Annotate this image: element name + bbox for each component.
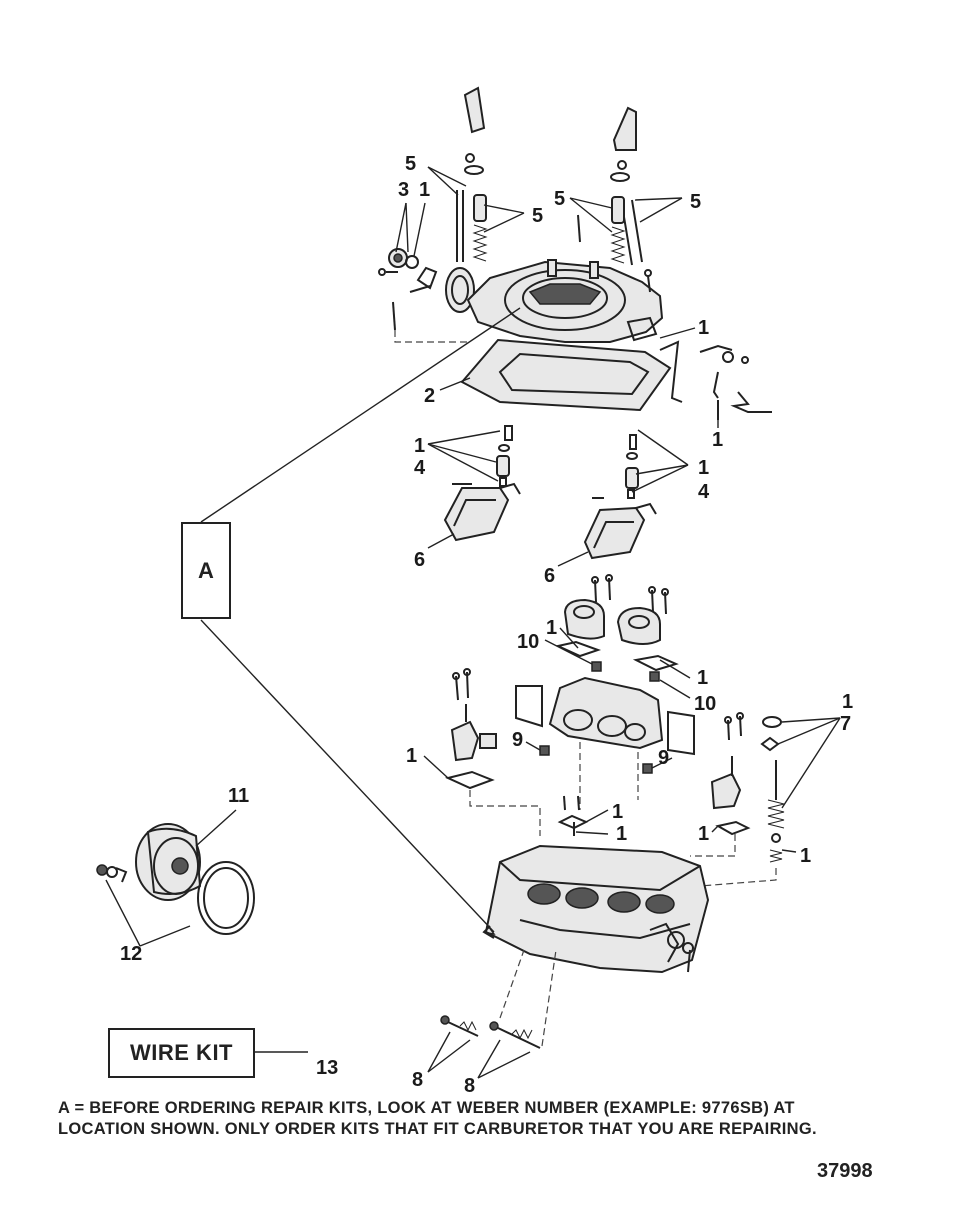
carburetor-main-body bbox=[482, 844, 710, 974]
ordering-note-line-1: A = BEFORE ORDERING REPAIR KITS, LOOK AT… bbox=[58, 1099, 795, 1117]
callout-9: 9 bbox=[512, 729, 523, 751]
callout-5: 5 bbox=[690, 191, 701, 213]
callout-4: 4 bbox=[414, 457, 426, 479]
callout-4: 4 bbox=[698, 481, 710, 503]
callout-1: 1 bbox=[698, 457, 709, 479]
callout-1: 1 bbox=[406, 745, 417, 767]
callout-5: 5 bbox=[554, 188, 565, 210]
float-right bbox=[583, 506, 646, 560]
location-pointer-lines bbox=[200, 307, 521, 936]
leader-lines-top bbox=[395, 166, 719, 428]
callout-12: 12 bbox=[120, 943, 142, 965]
ordering-note-line-2: LOCATION SHOWN. ONLY ORDER KITS THAT FIT… bbox=[58, 1120, 817, 1138]
callout-1: 1 bbox=[712, 429, 723, 451]
float-left bbox=[443, 487, 510, 542]
pump-and-jet-parts bbox=[444, 574, 785, 887]
callout-7: 7 bbox=[840, 713, 851, 735]
air-horn-assembly bbox=[378, 86, 772, 420]
callout-1: 1 bbox=[419, 179, 430, 201]
air-valve-wedge-right bbox=[612, 106, 637, 151]
wire-kit-label: WIRE KIT bbox=[130, 1040, 233, 1065]
callout-numbers: 5 3 1 5 5 5 1 2 1 1 4 1 4 6 6 1 10 1 10 … bbox=[120, 153, 853, 1097]
callout-5: 5 bbox=[532, 205, 543, 227]
callout-2: 2 bbox=[424, 385, 435, 407]
callout-1: 1 bbox=[697, 667, 708, 689]
callout-1: 1 bbox=[546, 617, 557, 639]
callout-1: 1 bbox=[414, 435, 425, 457]
ordering-note: A = BEFORE ORDERING REPAIR KITS, LOOK AT… bbox=[58, 1098, 938, 1140]
callout-1: 1 bbox=[616, 823, 627, 845]
callout-1: 1 bbox=[842, 691, 853, 713]
callout-10: 10 bbox=[694, 693, 716, 715]
air-valve-wedge-left bbox=[463, 86, 486, 134]
callout-1: 1 bbox=[698, 317, 709, 339]
callout-8: 8 bbox=[464, 1075, 475, 1097]
location-box-a: A bbox=[181, 522, 231, 619]
wire-kit-box: WIRE KIT bbox=[108, 1028, 255, 1078]
callout-6: 6 bbox=[414, 549, 425, 571]
pump-housing-right bbox=[616, 606, 661, 645]
callout-5: 5 bbox=[405, 153, 416, 175]
callout-1: 1 bbox=[800, 845, 811, 867]
leader-lines-middle bbox=[423, 627, 841, 853]
callout-3: 3 bbox=[398, 179, 409, 201]
figure-number: 37998 bbox=[817, 1160, 873, 1182]
float-assemblies bbox=[443, 425, 657, 560]
location-box-label: A bbox=[198, 557, 214, 583]
callout-9: 9 bbox=[658, 747, 669, 769]
idle-mixture-screws bbox=[440, 949, 557, 1049]
callout-8: 8 bbox=[412, 1069, 423, 1091]
callout-6: 6 bbox=[544, 565, 555, 587]
leader-lines-choke bbox=[105, 809, 237, 947]
choke-cap-assembly bbox=[96, 823, 255, 935]
callout-13: 13 bbox=[316, 1057, 338, 1079]
leader-lines-floats bbox=[427, 429, 689, 567]
callout-1: 1 bbox=[612, 801, 623, 823]
callout-1: 1 bbox=[698, 823, 709, 845]
callout-11: 11 bbox=[228, 785, 249, 807]
air-horn-gasket bbox=[460, 338, 672, 412]
callout-10: 10 bbox=[517, 631, 539, 653]
leader-lines-bottom bbox=[255, 1031, 531, 1079]
